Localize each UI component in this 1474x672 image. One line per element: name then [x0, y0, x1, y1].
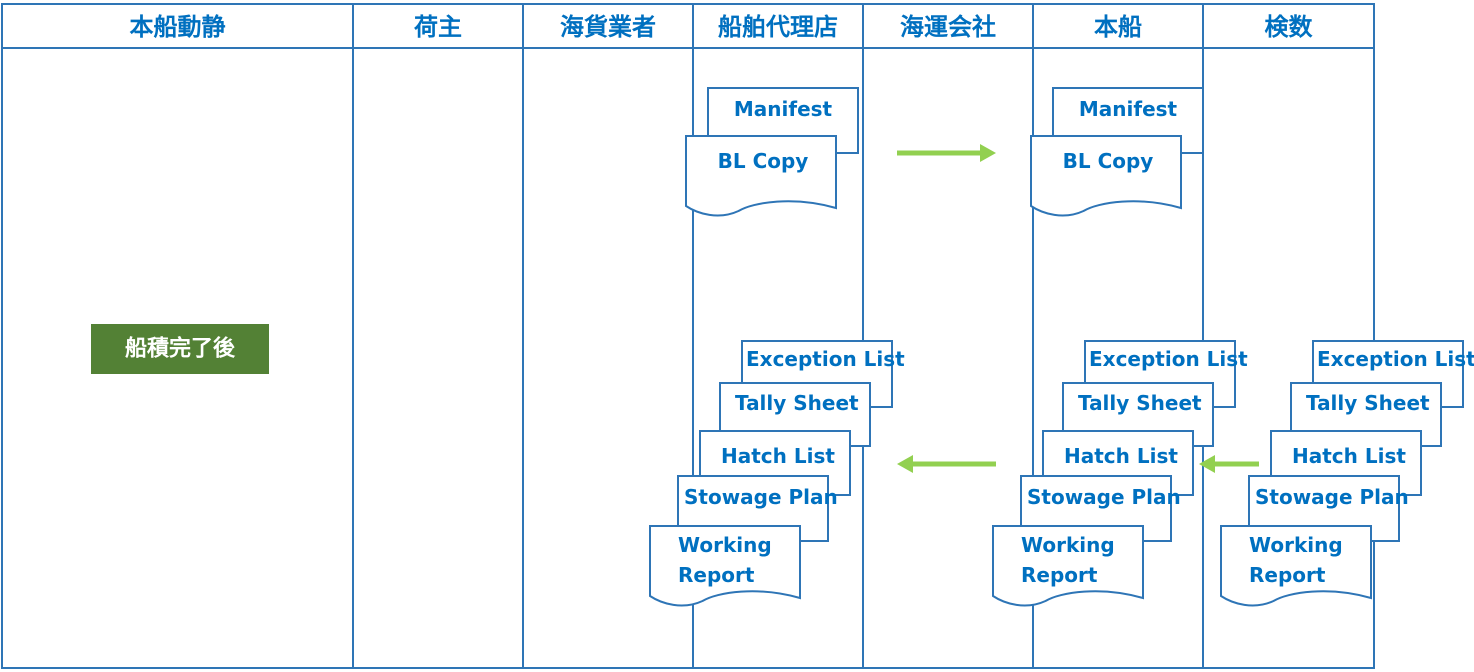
arrow-agent-to-vessel-head [980, 144, 996, 162]
working-report-label-line1: Working [1249, 533, 1343, 557]
stowage-plan-label: Stowage Plan [1255, 485, 1409, 509]
stowage-plan-label: Stowage Plan [684, 485, 838, 509]
exception-list-label: Exception List [1089, 347, 1248, 371]
doc-stack-manifest-vessel: Manifest BL Copy [1030, 87, 1204, 217]
lane-header-col1: 本船動静 [130, 13, 226, 41]
hatch-list-label: Hatch List [721, 444, 835, 468]
lane-header-col5: 海運会社 [900, 13, 996, 41]
bl-copy-label: BL Copy [718, 149, 809, 173]
tally-sheet-label: Tally Sheet [735, 391, 859, 415]
document-stacks: Manifest BL Copy Manifest BL CopyException … [649, 87, 1474, 607]
lane-header-col3: 海貨業者 [560, 13, 656, 41]
manifest-label: Manifest [1079, 97, 1178, 121]
exception-list-label: Exception List [1317, 347, 1474, 371]
working-report-label-line2: Report [1249, 563, 1326, 587]
working-report-label-line2: Report [1021, 563, 1098, 587]
lane-header-col7: 検数 [1265, 13, 1314, 41]
lane-header-col4: 船舶代理店 [718, 13, 838, 41]
stowage-plan-label: Stowage Plan [1027, 485, 1181, 509]
hatch-list-label: Hatch List [1064, 444, 1178, 468]
working-report-doc [992, 525, 1144, 607]
manifest-label: Manifest [734, 97, 833, 121]
diagram-border [1, 3, 1375, 669]
working-report-label-line1: Working [1021, 533, 1115, 557]
phase-badge [91, 324, 269, 374]
lane-headers: 本船動静 荷主 海貨業者 船舶代理店 海運会社 本船 検数 [130, 13, 1314, 41]
lane-header-col2: 荷主 [414, 13, 462, 41]
exception-list-label: Exception List [746, 347, 905, 371]
bl-copy-doc [1030, 135, 1182, 217]
lane-header-col6: 本船 [1094, 13, 1142, 41]
arrow-vessel-to-agent-head [897, 455, 913, 473]
tally-sheet-label: Tally Sheet [1306, 391, 1430, 415]
working-report-doc [1220, 525, 1372, 607]
flow-arrows [897, 144, 1259, 473]
arrow-tally-to-vessel-head [1199, 455, 1215, 473]
working-report-label-line1: Working [678, 533, 772, 557]
phase-marker: 船積完了後 [91, 324, 269, 374]
bl-copy-label: BL Copy [1063, 149, 1154, 173]
working-report-doc [649, 525, 801, 607]
tally-sheet-label: Tally Sheet [1078, 391, 1202, 415]
bl-copy-doc [685, 135, 837, 217]
working-report-label-line2: Report [678, 563, 755, 587]
hatch-list-label: Hatch List [1292, 444, 1406, 468]
phase-label: 船積完了後 [125, 336, 236, 362]
doc-stack-manifest-agent: Manifest BL Copy [685, 87, 859, 217]
